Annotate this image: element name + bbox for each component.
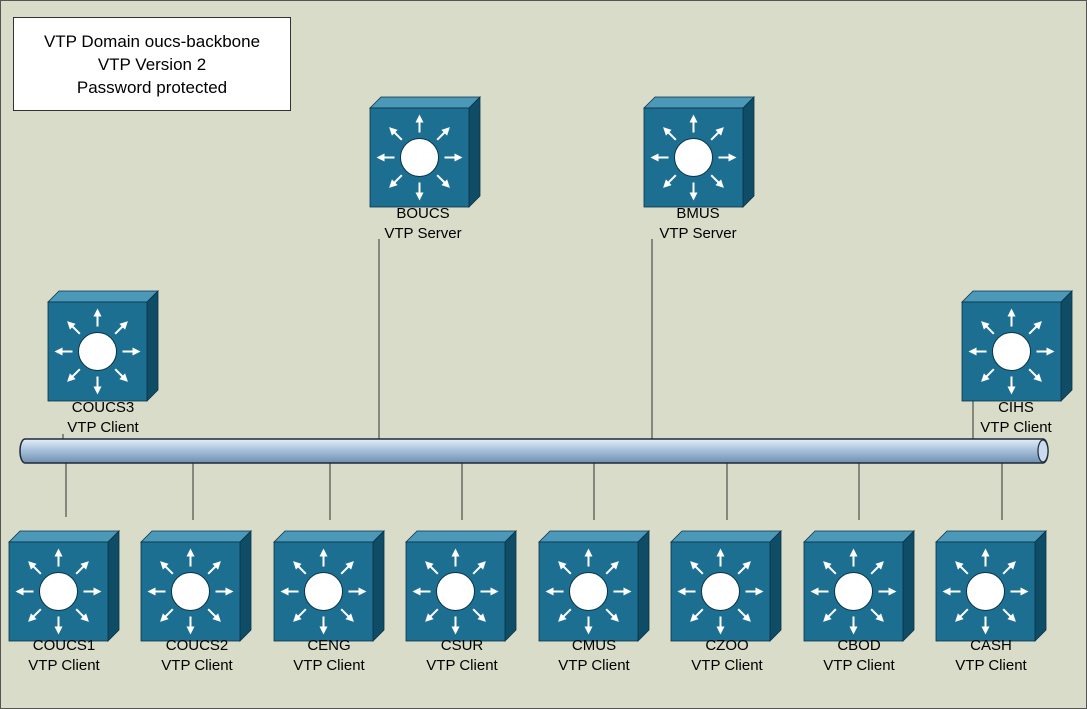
switch-role: VTP Client	[558, 657, 630, 674]
layer3-switch-icon[interactable]	[369, 96, 481, 208]
backbone-bus	[19, 438, 1049, 464]
switch-role: VTP Client	[955, 657, 1027, 674]
switch-label-coucs1: COUCS1 VTP Client	[0, 636, 134, 676]
switch-label-cash: CASH VTP Client	[921, 636, 1061, 676]
bus-cylinder	[19, 438, 1049, 464]
switch-role: VTP Client	[161, 657, 233, 674]
switch-role: VTP Client	[980, 419, 1052, 436]
vtp-version-text: VTP Version 2	[97, 54, 207, 74]
switch-role: VTP Client	[426, 657, 498, 674]
switch-name: BOUCS	[396, 205, 450, 222]
switch-name: CIHS	[998, 399, 1034, 416]
switch-name: CSUR	[440, 637, 484, 654]
switch-label-bmus: BMUS VTP Server	[628, 204, 768, 244]
layer3-switch-icon[interactable]	[273, 530, 385, 642]
layer3-switch-icon[interactable]	[140, 530, 252, 642]
layer3-switch-icon[interactable]	[670, 530, 782, 642]
switch-role: VTP Client	[691, 657, 763, 674]
switch-name: CMUS	[571, 637, 617, 654]
switch-label-ceng: CENG VTP Client	[259, 636, 399, 676]
layer3-switch-icon[interactable]	[405, 530, 517, 642]
switch-name: COUCS3	[71, 399, 135, 416]
switches	[8, 96, 1073, 642]
switch-label-coucs3: COUCS3 VTP Client	[33, 398, 173, 438]
switch-role: VTP Client	[28, 657, 100, 674]
layer3-switch-icon[interactable]	[47, 290, 159, 402]
switch-name: CASH	[970, 637, 1012, 654]
switch-role: VTP Client	[67, 419, 139, 436]
switch-name: BMUS	[676, 205, 720, 222]
switch-role: VTP Server	[384, 225, 462, 242]
layer3-switch-icon[interactable]	[8, 530, 120, 642]
switch-label-czoo: CZOO VTP Client	[657, 636, 797, 676]
layer3-switch-icon[interactable]	[935, 530, 1047, 642]
vtp-domain-text: VTP Domain oucs-backbone	[43, 31, 261, 51]
switch-role: VTP Client	[293, 657, 365, 674]
switch-name: COUCS2	[165, 637, 229, 654]
layer3-switch-icon[interactable]	[961, 290, 1073, 402]
switch-role: VTP Client	[823, 657, 895, 674]
bus-end-cap	[1037, 439, 1049, 463]
password-text: Password protected	[76, 77, 228, 97]
connection-lines	[62, 239, 1003, 520]
layer3-switch-icon[interactable]	[643, 96, 755, 208]
switch-name: CENG	[307, 637, 351, 654]
layer3-switch-icon[interactable]	[803, 530, 915, 642]
switch-name: COUCS1	[32, 637, 96, 654]
switch-label-boucs: BOUCS VTP Server	[353, 204, 493, 244]
switch-label-cmus: CMUS VTP Client	[524, 636, 664, 676]
switch-label-cihs: CIHS VTP Client	[946, 398, 1086, 438]
layer3-switch-icon[interactable]	[538, 530, 650, 642]
switch-label-csur: CSUR VTP Client	[392, 636, 532, 676]
switch-label-cbod: CBOD VTP Client	[789, 636, 929, 676]
switch-name: CBOD	[837, 637, 881, 654]
vtp-domain-info-box: VTP Domain oucs-backbone VTP Version 2 P…	[13, 17, 291, 111]
switch-label-coucs2: COUCS2 VTP Client	[127, 636, 267, 676]
switch-name: CZOO	[705, 637, 749, 654]
switch-role: VTP Server	[659, 225, 737, 242]
